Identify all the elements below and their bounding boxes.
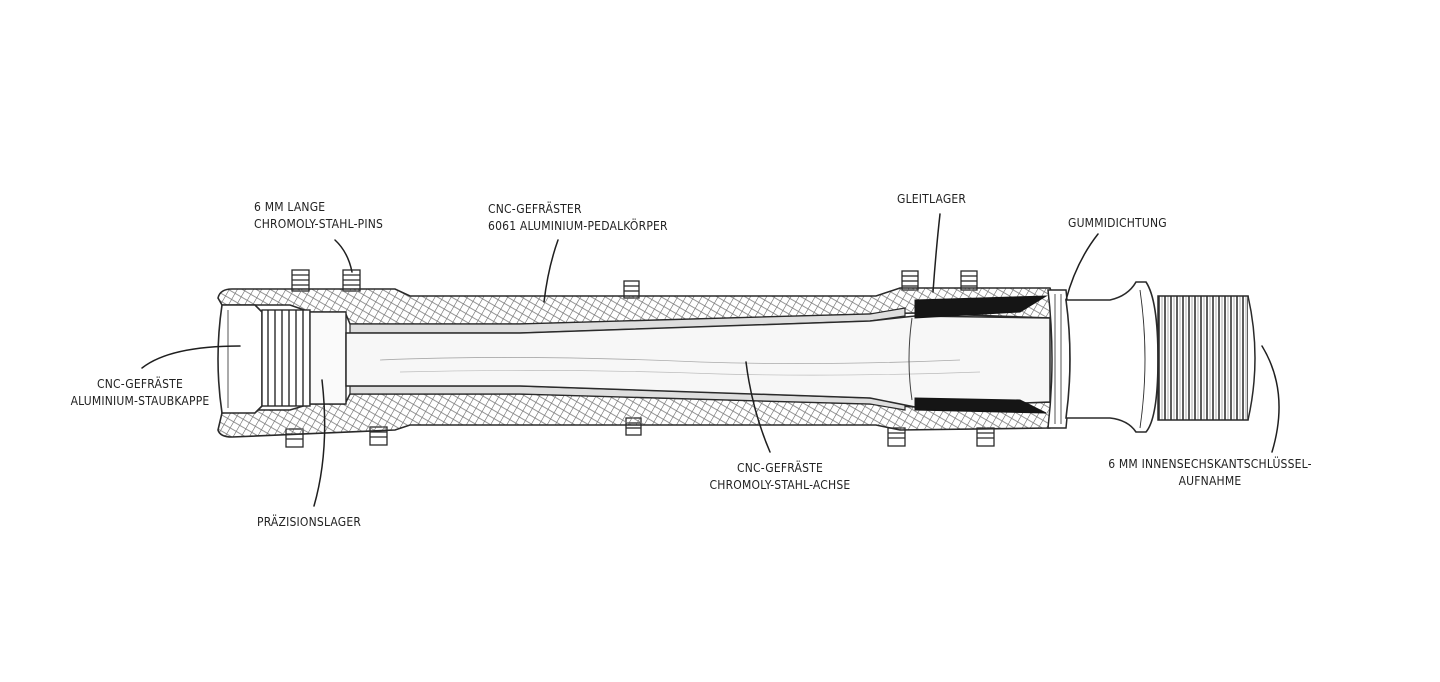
leader-lines (141, 213, 1280, 507)
pins-top (291, 269, 978, 299)
leader-pins (334, 239, 353, 273)
thread (1157, 295, 1256, 421)
leader-glide-bearing (932, 213, 941, 293)
label-axle-line1: CNC-gefräste (737, 461, 823, 475)
label-seal: Gummidichtung (1068, 215, 1167, 232)
dust-cap (217, 304, 263, 414)
pin (342, 269, 361, 292)
label-dust-cap-line1: CNC-gefräste (97, 377, 183, 391)
label-hex: 6 mm Innensechskantschlüssel- Aufnahme (1090, 456, 1330, 490)
label-dust-cap: CNC-gefräste Aluminium-Staubkappe (40, 376, 240, 410)
glide-bearing (914, 295, 1048, 414)
label-seal-line1: Gummidichtung (1068, 216, 1167, 230)
label-dust-cap-line2: Aluminium-Staubkappe (70, 394, 210, 408)
pin (976, 427, 995, 447)
label-hex-line1: 6 mm Innensechskantschlüssel- (1108, 457, 1312, 471)
label-glide-bearing-line1: Gleitlager (897, 192, 967, 206)
leader-seal (1065, 233, 1099, 301)
label-precision-bearing-line1: Präzisionslager (257, 515, 362, 529)
leader-hex (1261, 345, 1280, 453)
pin (291, 269, 310, 292)
precision-bearing (261, 309, 347, 407)
label-pins-line1: 6 mm lange (254, 200, 326, 214)
leader-precision-bearing (313, 379, 326, 507)
leader-dust-cap (141, 345, 241, 369)
label-pins: 6 mm lange Chromoly-Stahl-Pins (254, 199, 383, 233)
axle-flange (1065, 281, 1159, 433)
label-body-line2: 6061 Aluminium-Pedalkörper (488, 219, 668, 233)
label-precision-bearing: Präzisionslager (257, 514, 361, 531)
leader-axle (745, 361, 771, 453)
label-glide-bearing: Gleitlager (897, 191, 966, 208)
label-body-line1: CNC-gefräster (488, 202, 582, 216)
label-axle-line2: Chromoly-Stahl-Achse (709, 478, 851, 492)
leader-body (543, 239, 559, 303)
pin (960, 270, 978, 291)
label-pins-line2: Chromoly-Stahl-Pins (254, 217, 384, 231)
pin (901, 270, 919, 291)
label-axle: CNC-gefräste Chromoly-Stahl-Achse (680, 460, 880, 494)
label-hex-line2: Aufnahme (1178, 474, 1242, 488)
label-body: CNC-gefräster 6061 Aluminium-Pedalkörper (488, 201, 668, 235)
